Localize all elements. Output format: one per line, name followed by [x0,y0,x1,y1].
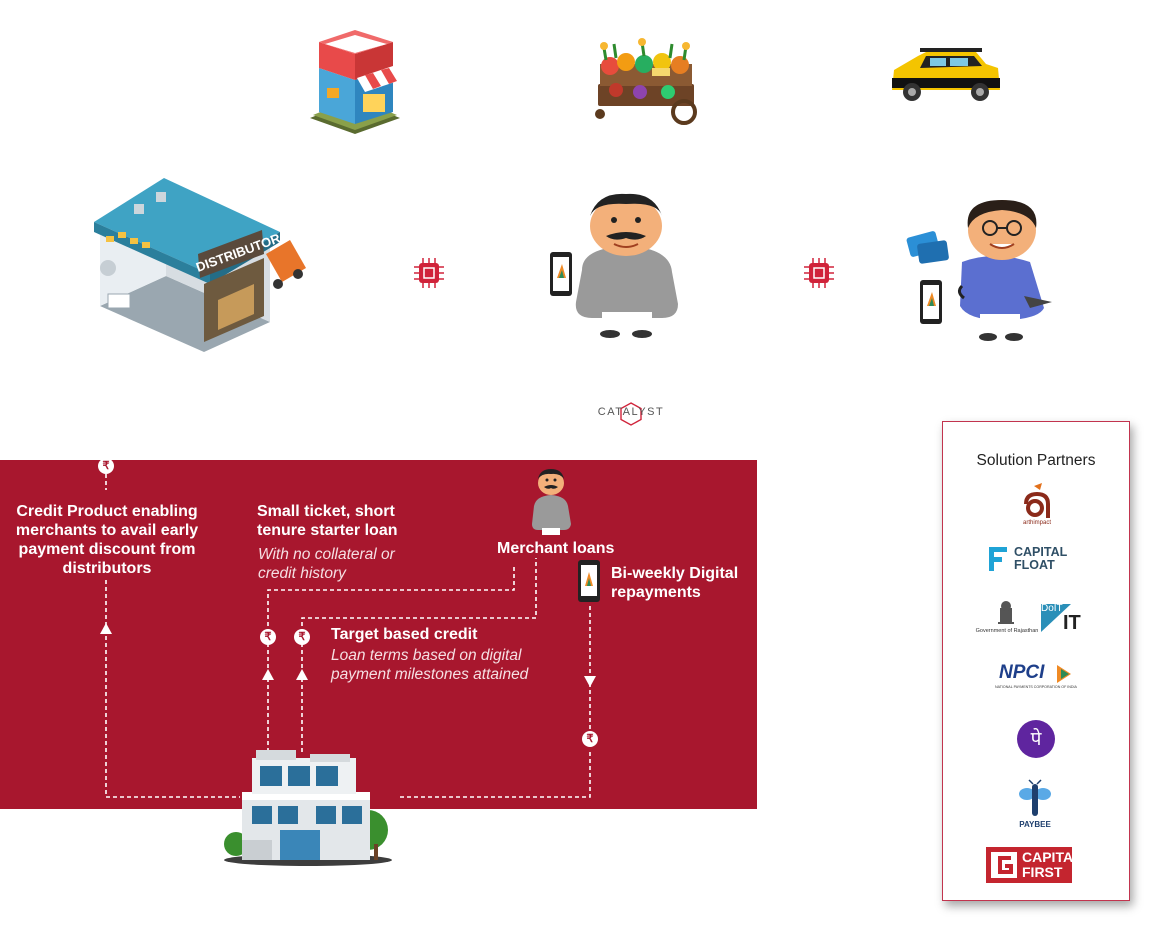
distributor-warehouse-illustration: DISTRIBUTOR [94,178,306,352]
npci-logo: NPCI NATIONAL PAYMENTS CORPORATION OF IN… [995,662,1079,692]
rupee-badge: ₹ [98,458,114,474]
doit-text: DoIT [1041,603,1063,614]
vegetable-cart-illustration [595,38,697,125]
catalyst-logo: CATALYST [596,402,666,426]
arthimpact-logo: arthimpact [1007,482,1067,532]
capital-first-word2: FIRST [1022,864,1063,880]
solution-partners-title: Solution Partners [976,452,1096,469]
target-credit-subtitle: Loan terms based on digital payment mile… [331,647,529,683]
paybee-text: PAYBEE [1019,820,1051,829]
catalyst-logo-text: CATALYST [597,406,665,418]
capital-float-word2: FLOAT [1014,558,1055,572]
solution-partners-card: Solution Partners arthimpact CAPITAL FLO… [942,421,1130,901]
rajasthan-doit-logo: Government of Rajasthan DoIT IT [975,601,1081,634]
starter-loan-title: Small ticket, short tenure starter loan [257,503,398,539]
capital-float-word1: CAPITAL [1014,545,1068,559]
taxi-illustration [892,48,1000,101]
kirana-store-illustration [310,30,401,134]
merchant-illustration [550,193,678,338]
capital-first-logo: CAPITAL FIRST [986,847,1082,883]
gov-rajasthan-text: Government of Rajasthan [975,628,1039,634]
chip-icon-right [804,258,834,288]
customer-illustration [906,200,1052,341]
flow-connectors [100,474,596,798]
rupee-badge: ₹ [582,731,598,747]
merchant-credit-panel: ₹ ₹ ₹ ₹ Credit Product enabling merchant… [0,458,757,809]
capital-float-logo: CAPITAL FLOAT [989,546,1089,572]
credit-product-text: Credit Product enabling merchants to ava… [15,503,199,577]
capital-first-word1: CAPITAL [1022,849,1082,865]
target-credit-title: Target based credit [331,626,478,643]
npci-subtext: NATIONAL PAYMENTS CORPORATION OF INDIA [995,685,1077,689]
merchant-loans-label: Merchant loans [497,540,615,557]
starter-loan-subtitle: With no collateral or credit history [258,546,395,582]
rupee-badge: ₹ [294,629,310,645]
arthimpact-logo-text: arthimpact [1022,520,1051,526]
repayments-label: Bi-weekly Digital repayments [611,565,739,601]
bank-building-illustration [224,750,392,866]
rupee-badge: ₹ [260,629,276,645]
chip-icon-left [414,258,444,288]
phonepe-logo: पे [1017,720,1055,758]
npci-text: NPCI [999,662,1045,683]
merchant-small-illustration [532,469,571,535]
phone-icon [578,560,600,602]
paybee-logo: PAYBEE [1005,779,1065,836]
